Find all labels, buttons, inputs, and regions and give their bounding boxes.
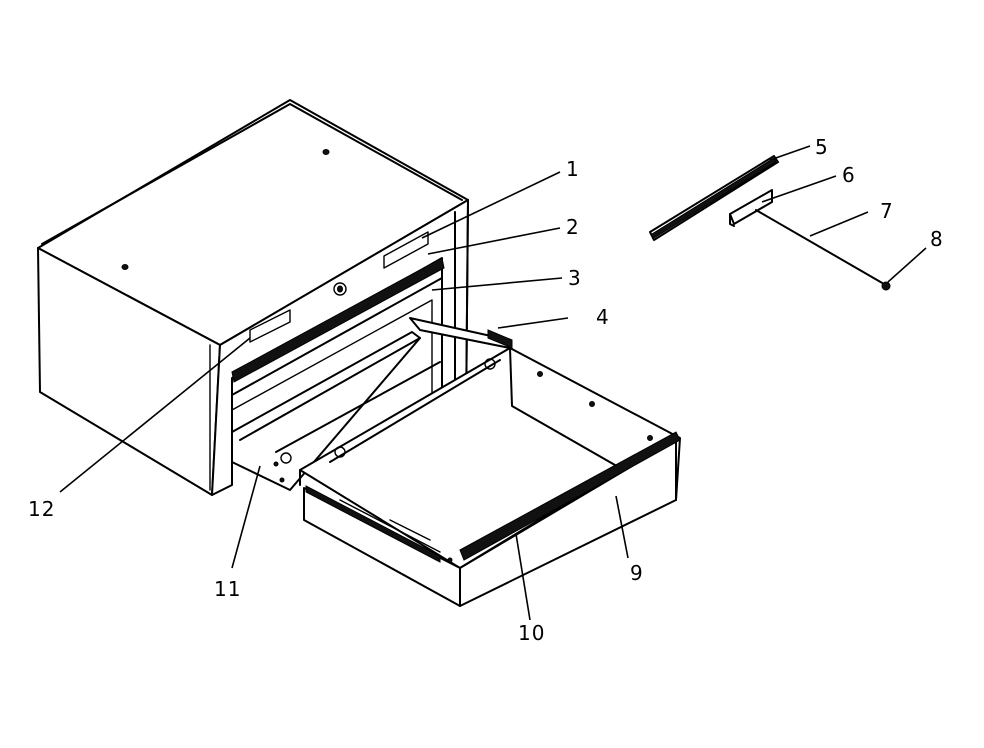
leader-lines — [59, 145, 927, 621]
top-hole — [322, 149, 330, 155]
callout-3: 3 — [568, 266, 582, 290]
label-plate — [383, 231, 429, 269]
callouts: 1 2 3 4 5 6 7 8 9 10 11 12 — [28, 135, 944, 645]
callout-9: 9 — [630, 561, 644, 585]
drawer-pull — [459, 431, 681, 561]
callout-10: 10 — [518, 621, 545, 645]
slide-rail-part — [649, 155, 779, 241]
callout-4: 4 — [596, 305, 610, 329]
drawer — [231, 317, 681, 607]
rear-guide — [409, 317, 511, 349]
callout-8: 8 — [930, 227, 944, 251]
slide-rail — [305, 485, 441, 563]
callout-12: 12 — [28, 497, 55, 521]
callout-5: 5 — [815, 135, 829, 159]
top-hole — [121, 264, 129, 270]
lock-icon — [333, 282, 347, 296]
callout-7: 7 — [880, 199, 894, 223]
upper-drawer-pull — [231, 257, 445, 383]
cabinet — [37, 99, 469, 496]
nut-part — [881, 281, 891, 291]
rod-part — [755, 209, 885, 285]
bracket-part — [729, 189, 773, 227]
callout-6: 6 — [842, 163, 856, 187]
callout-1: 1 — [566, 157, 580, 181]
callout-2: 2 — [566, 215, 580, 239]
callout-11: 11 — [214, 577, 241, 601]
